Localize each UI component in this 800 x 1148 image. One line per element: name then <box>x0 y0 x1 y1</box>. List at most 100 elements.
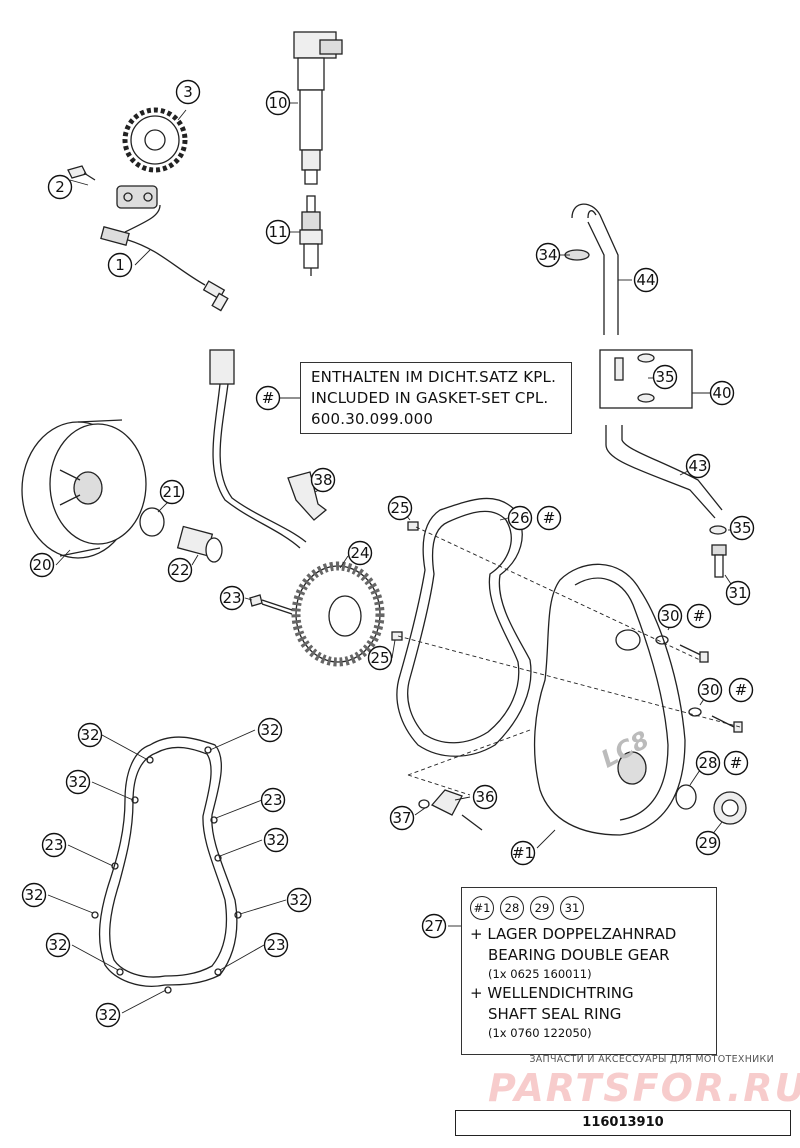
callout-label: # <box>262 389 275 407</box>
callout-label: 32 <box>98 1006 117 1024</box>
callout-label: # <box>693 607 706 625</box>
callout-label: 31 <box>728 584 747 602</box>
kit-item-1-part: (1x 0625 160011) <box>488 967 592 981</box>
plug-part <box>713 791 747 825</box>
callout-c32e: 32 <box>21 882 47 908</box>
callout-label: 25 <box>390 499 409 517</box>
callout-c25a: 25 <box>387 495 413 521</box>
callout-label: 23 <box>222 589 241 607</box>
callout-c34: 34 <box>535 242 561 268</box>
leader-lines <box>47 102 742 1014</box>
callout-c31: 31 <box>725 580 751 606</box>
callout-label: 34 <box>538 246 557 264</box>
kit-ref-1: #1 <box>470 896 494 920</box>
gasket-note-line-3: 600.30.099.000 <box>311 410 434 428</box>
callout-label: # <box>543 509 556 527</box>
kit-note: #1 28 29 31 + LAGER DOPPELZAHNRAD BEARIN… <box>461 887 717 1055</box>
stator-part <box>291 561 385 667</box>
callout-c26h: # <box>536 505 562 531</box>
callout-label: 30 <box>700 681 719 699</box>
kit-ref-4: 31 <box>560 896 584 920</box>
callout-c37: 37 <box>389 805 415 831</box>
callout-label: 37 <box>392 809 411 827</box>
callout-label: 25 <box>370 649 389 667</box>
gasket-holes <box>91 746 242 994</box>
callout-label: 2 <box>55 178 65 196</box>
kit-item-2-subtitle: SHAFT SEAL RING <box>488 1005 622 1023</box>
callout-label: 20 <box>32 556 51 574</box>
callout-c44: 44 <box>633 267 659 293</box>
flywheel-part <box>21 419 147 559</box>
callout-label: 32 <box>260 721 279 739</box>
kit-ref-2: 28 <box>500 896 524 920</box>
callout-c30a: 30 <box>657 603 683 629</box>
callout-c25b: 25 <box>367 645 393 671</box>
callout-label: 22 <box>170 561 189 579</box>
callout-label: # <box>730 754 743 772</box>
callout-label: 21 <box>162 483 181 501</box>
callout-c35a: 35 <box>652 364 678 390</box>
callout-c21: 21 <box>159 479 185 505</box>
callout-label: 1 <box>115 256 125 274</box>
callout-label: 30 <box>660 607 679 625</box>
callout-c28: 28 <box>695 750 721 776</box>
watermark-tagline: ЗАПЧАСТИ И АКСЕССУАРЫ ДЛЯ МОТОТЕХНИКИ <box>529 1054 774 1065</box>
hose-part <box>605 425 723 519</box>
callout-label: 44 <box>636 271 655 289</box>
callout-c23d: 23 <box>263 932 289 958</box>
watermark-logo: PARTSFOR.RU <box>488 1066 800 1110</box>
screw-part <box>67 165 96 181</box>
callout-c23c: 23 <box>41 832 67 858</box>
callout-label: 10 <box>268 94 287 112</box>
stator-cable-part <box>209 349 307 549</box>
cover-gasket-part <box>396 497 532 757</box>
gasket-note-line-1: ENTHALTEN IM DICHT.SATZ KPL. <box>311 368 557 386</box>
trigger-wheel-part <box>116 107 188 209</box>
callout-c30bh: # <box>728 677 754 703</box>
callout-c32g: 32 <box>45 932 71 958</box>
inner-gasket-part <box>98 736 238 987</box>
kit-note-refs: #1 28 29 31 <box>470 896 716 920</box>
breather-hose-part <box>564 203 619 335</box>
callout-c38: 38 <box>310 467 336 493</box>
callout-label: 28 <box>698 754 717 772</box>
ignition-coil-part <box>293 31 343 185</box>
o-ring-part <box>675 784 697 810</box>
callout-label: 29 <box>698 834 717 852</box>
callout-c32d: 32 <box>263 827 289 853</box>
callout-label: 24 <box>350 544 369 562</box>
kit-item-1-subtitle: BEARING DOUBLE GEAR <box>488 946 670 964</box>
callout-label: 23 <box>263 791 282 809</box>
callout-c11: 11 <box>265 219 291 245</box>
gasket-set-note: ENTHALTEN IM DICHT.SATZ KPL. INCLUDED IN… <box>300 362 572 434</box>
callout-c1: 1 <box>107 252 133 278</box>
kit-ref-3: 29 <box>530 896 554 920</box>
stator-screw-part <box>249 594 293 615</box>
fitting-part <box>709 525 727 578</box>
callout-label: 23 <box>266 936 285 954</box>
callout-label: 32 <box>68 773 87 791</box>
callout-c43: 43 <box>685 453 711 479</box>
valve-box-part <box>599 349 693 409</box>
callout-c32h: 32 <box>95 1002 121 1028</box>
callout-chash: # <box>255 385 281 411</box>
washer-part <box>139 507 165 537</box>
callout-c35b: 35 <box>729 515 755 541</box>
callout-c32a: 32 <box>77 722 103 748</box>
callout-c24: 24 <box>347 540 373 566</box>
part-number: 116013910 <box>455 1110 791 1136</box>
callout-c3: 3 <box>175 79 201 105</box>
callout-c30b: 30 <box>697 677 723 703</box>
callout-label: 11 <box>268 223 287 241</box>
cover-screw-part <box>655 635 743 733</box>
kit-item-2-part: (1x 0760 122050) <box>488 1026 592 1040</box>
callout-c2: 2 <box>47 174 73 200</box>
kit-item-1-title: + LAGER DOPPELZAHNRAD <box>470 925 677 943</box>
callout-label: 32 <box>266 831 285 849</box>
callout-c1h: #1 <box>510 840 536 866</box>
callout-label: 26 <box>510 509 529 527</box>
callout-c10: 10 <box>265 90 291 116</box>
callout-c22: 22 <box>167 557 193 583</box>
callout-layer: 12310112021222324252526#28#2930#30#31343… <box>21 79 755 1028</box>
